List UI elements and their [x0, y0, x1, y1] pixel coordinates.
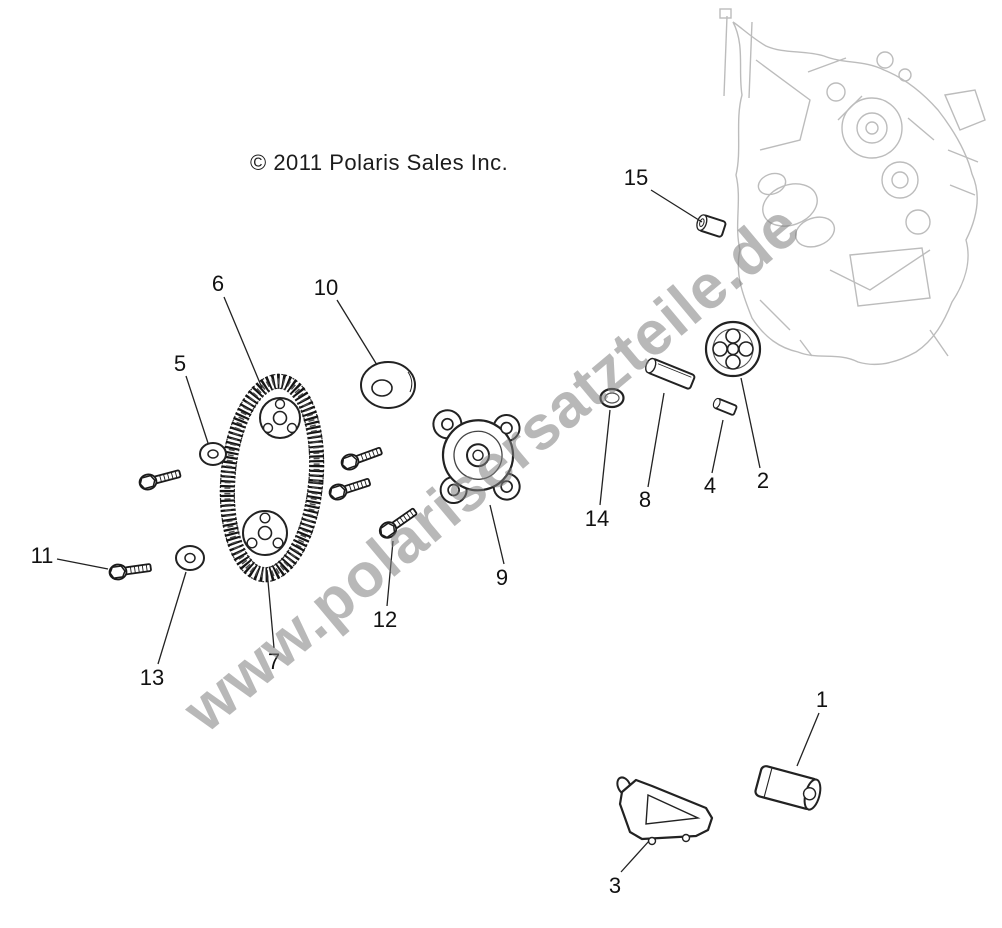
callout-7: 7	[267, 649, 281, 674]
part-shaft-8	[644, 357, 696, 390]
part-cylinder-1	[754, 765, 822, 811]
part-washer-13	[175, 545, 205, 571]
part-bolt-11	[107, 559, 153, 582]
callout-9: 9	[495, 565, 509, 590]
part-washer-5	[199, 442, 227, 466]
callout-12: 12	[372, 607, 398, 632]
callout-11: 11	[30, 543, 54, 568]
part-bolt-12a	[338, 442, 385, 473]
ghost-engine-outline	[719, 8, 986, 366]
callout-13: 13	[139, 665, 165, 690]
callout-2: 2	[756, 468, 770, 493]
part-bolt-12c	[375, 504, 421, 542]
part-bolt-12b	[326, 473, 373, 503]
part-oil-pump-9	[432, 409, 521, 505]
copyright-text: © 2011 Polaris Sales Inc.	[250, 150, 509, 175]
callout-4: 4	[703, 473, 717, 498]
callout-10: 10	[313, 275, 339, 300]
callout-14: 14	[584, 506, 610, 531]
callout-15: 15	[623, 165, 649, 190]
part-rotor-2	[704, 320, 762, 378]
part-chain	[219, 373, 325, 583]
part-sprocket-top	[259, 397, 301, 439]
part-pin-4	[712, 397, 738, 416]
part-sprocket-bottom	[242, 510, 288, 556]
part-bushing-15	[696, 214, 727, 238]
part-bracket-3	[616, 776, 714, 846]
callout-6: 6	[211, 271, 225, 296]
leader-lines	[56, 189, 820, 873]
part-flange-bolt-5	[136, 465, 183, 493]
callout-8: 8	[638, 487, 652, 512]
part-oring-14	[599, 387, 625, 409]
callout-1: 1	[815, 687, 829, 712]
part-disc-10	[360, 361, 416, 409]
callout-5: 5	[173, 351, 187, 376]
callout-3: 3	[608, 873, 622, 898]
